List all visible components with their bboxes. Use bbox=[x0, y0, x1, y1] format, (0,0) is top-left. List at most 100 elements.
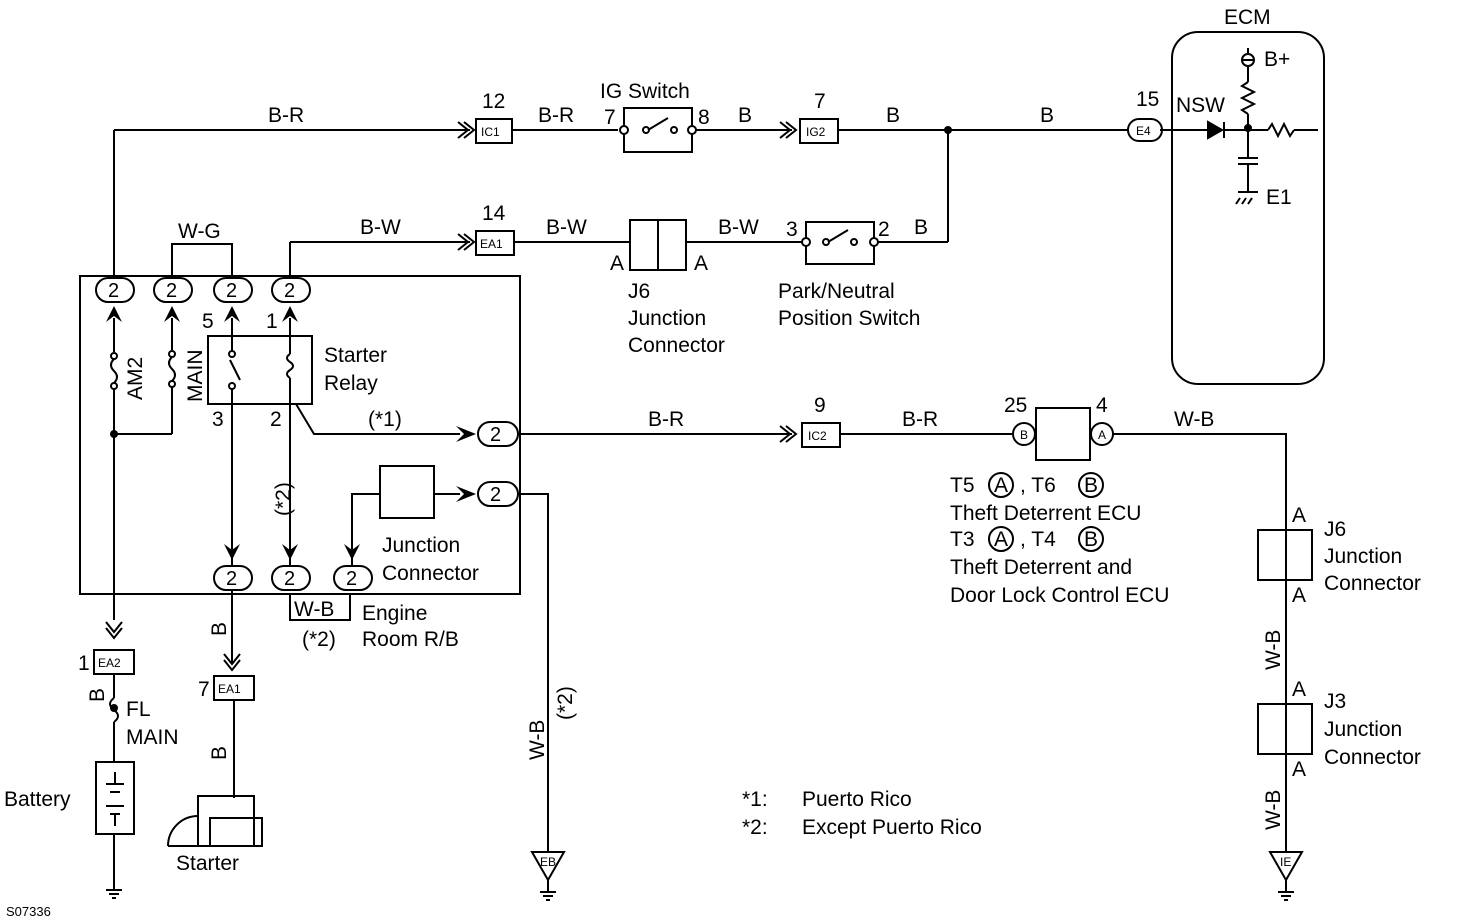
wire-b-starter1: B bbox=[208, 622, 231, 636]
wire-wb-vertical-note: (*2) bbox=[554, 686, 577, 720]
jc-internal-line2: Connector bbox=[382, 562, 479, 585]
j3-right-name: J3 bbox=[1324, 690, 1346, 713]
theft-ecu-line2: Theft Deterrent and bbox=[950, 556, 1132, 579]
wire-br-3: B-R bbox=[648, 408, 684, 431]
terminal-bottom-1: 2 bbox=[226, 568, 237, 590]
theft-ecu-conn-b: B bbox=[1020, 428, 1028, 442]
theft-ecu-line1: Theft Deterrent ECU bbox=[950, 502, 1141, 525]
terminal-right-1: 2 bbox=[490, 424, 501, 446]
ecm-e1: E1 bbox=[1266, 186, 1292, 209]
ecm-block: ECM B+ E1 NSW E4 15 bbox=[1127, 6, 1325, 385]
ig-switch-pin-8: 8 bbox=[698, 106, 710, 129]
j6-right-pin-bottom: A bbox=[1292, 584, 1306, 607]
pn-switch-pin-3: 3 bbox=[786, 218, 798, 241]
bw-wire-run: B-W EA1 14 B-W A A J6 Junction Connector… bbox=[289, 202, 920, 357]
connector-ea1-bottom-num: 7 bbox=[198, 678, 210, 701]
theft-t5: T5 bbox=[950, 474, 975, 497]
wire-b-2: B bbox=[886, 104, 900, 127]
bottom-left-run: EA2 1 B FL MAIN Battery B EA1 7 B bbox=[4, 493, 577, 901]
wire-bw-3: B-W bbox=[718, 216, 759, 239]
terminal-bottom-3: 2 bbox=[346, 568, 357, 590]
wire-wg: W-G bbox=[178, 220, 221, 243]
starter-relay-line1: Starter bbox=[324, 344, 387, 367]
connector-ig2: IG2 bbox=[806, 125, 826, 139]
pn-switch-line1: Park/Neutral bbox=[778, 280, 895, 303]
ecm-bplus: B+ bbox=[1264, 48, 1290, 71]
j3-right-line2: Junction bbox=[1324, 718, 1402, 741]
ground-eb: EB bbox=[540, 855, 556, 869]
engine-room-rb: W-G 2 2 2 2 AM2 MAIN bbox=[79, 220, 521, 651]
j6-top-line2: Junction bbox=[628, 307, 706, 330]
wire-wb-2: W-B bbox=[1262, 630, 1285, 670]
relay-pin-3: 3 bbox=[212, 408, 224, 431]
wire-b-battery: B bbox=[86, 688, 109, 702]
fuse-main: MAIN bbox=[184, 350, 207, 403]
theft-ecu-run: B-R IC2 9 B-R B 25 A 4 W-B T5 A , T6 B T… bbox=[518, 394, 1287, 607]
top-wire-run: B-R IC1 12 B-R IG Switch 7 8 B IG2 7 B B… bbox=[113, 80, 1128, 278]
ecm-title: ECM bbox=[1224, 6, 1271, 29]
connector-ea1-top: EA1 bbox=[480, 237, 503, 251]
connector-ic1: IC1 bbox=[481, 125, 500, 139]
j6-top-pin-left: A bbox=[610, 252, 624, 275]
wire-wb-3: W-B bbox=[1262, 790, 1285, 830]
ig-switch-title: IG Switch bbox=[600, 80, 690, 103]
terminal-top-2: 2 bbox=[166, 280, 177, 302]
pn-switch-pin-2: 2 bbox=[878, 218, 890, 241]
wb-link-note: (*2) bbox=[302, 628, 336, 651]
ecm-nsw: NSW bbox=[1176, 94, 1225, 117]
starter-relay-line2: Relay bbox=[324, 372, 378, 395]
j6-top-pin-right: A bbox=[694, 252, 708, 275]
theft-t4: , T4 bbox=[1020, 528, 1056, 551]
connector-ea2-num: 1 bbox=[78, 652, 90, 675]
note-1-key: *1: bbox=[742, 788, 768, 811]
battery-label: Battery bbox=[4, 788, 71, 811]
relay-pin-2: 2 bbox=[270, 408, 282, 431]
note-star1-branch: (*1) bbox=[368, 408, 402, 431]
ecm-conn-e4: E4 bbox=[1136, 124, 1151, 138]
theft-ecu-pin-25: 25 bbox=[1004, 394, 1027, 417]
connector-ig2-num: 7 bbox=[814, 90, 826, 113]
terminal-bottom-2: 2 bbox=[284, 568, 295, 590]
terminal-right-2: 2 bbox=[490, 484, 501, 506]
theft-ecu-pin-4: 4 bbox=[1096, 394, 1108, 417]
ig-switch-pin-7: 7 bbox=[604, 106, 616, 129]
theft-t6-letter: B bbox=[1084, 474, 1098, 497]
wire-bw-2: B-W bbox=[546, 216, 587, 239]
relay-pin-1: 1 bbox=[266, 310, 278, 333]
wire-wb-vertical: W-B bbox=[526, 720, 549, 760]
figure-id: S07336 bbox=[6, 904, 51, 919]
theft-t5-letter: A bbox=[994, 474, 1008, 497]
wire-b-4: B bbox=[914, 216, 928, 239]
terminal-top-3: 2 bbox=[226, 280, 237, 302]
j6-right-pin-top: A bbox=[1292, 504, 1306, 527]
wire-b-1: B bbox=[738, 104, 752, 127]
theft-t4-letter: B bbox=[1084, 528, 1098, 551]
j6-top-line3: Connector bbox=[628, 334, 725, 357]
note-2-key: *2: bbox=[742, 816, 768, 839]
wire-b-starter2: B bbox=[208, 746, 231, 760]
fuse-am2: AM2 bbox=[124, 357, 147, 400]
ecm-pin-15: 15 bbox=[1136, 88, 1159, 111]
rb-name-line2: Room R/B bbox=[362, 628, 459, 651]
terminal-top-4: 2 bbox=[284, 280, 295, 302]
connector-ic2-num: 9 bbox=[814, 394, 826, 417]
wire-br-2: B-R bbox=[538, 104, 574, 127]
footnotes: *1: Puerto Rico *2: Except Puerto Rico S… bbox=[6, 788, 982, 919]
note-star2-vert: (*2) bbox=[272, 482, 295, 516]
wire-br-1: B-R bbox=[268, 104, 304, 127]
j6-right-line3: Connector bbox=[1324, 572, 1421, 595]
wire-wb-1: W-B bbox=[1174, 408, 1214, 431]
j6-top-name: J6 bbox=[628, 280, 650, 303]
theft-t3-letter: A bbox=[994, 528, 1008, 551]
j6-right-line2: Junction bbox=[1324, 545, 1402, 568]
j3-right-pin-top: A bbox=[1292, 678, 1306, 701]
fl-line2: MAIN bbox=[126, 726, 179, 749]
starter-label: Starter bbox=[176, 852, 239, 875]
connector-ea2: EA2 bbox=[98, 656, 121, 670]
theft-t3: T3 bbox=[950, 528, 975, 551]
connector-ic2: IC2 bbox=[808, 429, 827, 443]
terminal-top-1: 2 bbox=[108, 280, 119, 302]
rb-name-line1: Engine bbox=[362, 602, 427, 625]
theft-t6: , T6 bbox=[1020, 474, 1056, 497]
